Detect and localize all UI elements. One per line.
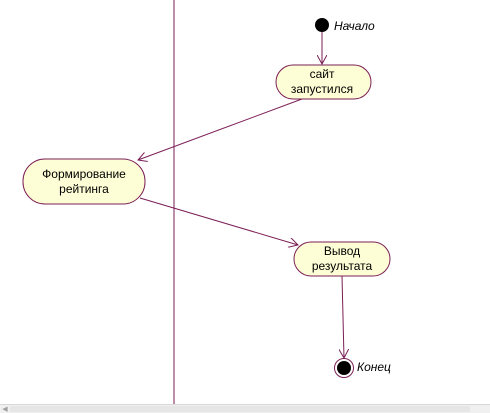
end-node[interactable] [334, 358, 354, 378]
activity-site-started[interactable]: сайт запустился [275, 64, 372, 100]
horizontal-scrollbar[interactable]: ◀ [0, 404, 490, 413]
start-label: Начало [334, 19, 375, 33]
transition-rating-to-output [139, 197, 298, 245]
end-label: Конец [357, 360, 391, 374]
activity-output[interactable]: Вывод результата [293, 241, 391, 277]
activity-output-line1: Вывод [324, 244, 360, 258]
activity-rating-line1: Формирование [42, 167, 126, 181]
activity-site-started-line2: запустился [291, 82, 353, 96]
arrow-left-icon[interactable]: ◀ [2, 405, 8, 413]
activity-output-line2: результата [312, 259, 373, 273]
activity-rating-line2: рейтинга [59, 182, 109, 196]
scrollbar-thumb[interactable] [10, 406, 470, 412]
activity-rating[interactable]: Формирование рейтинга [22, 158, 146, 205]
transition-output-to-end [342, 275, 344, 358]
transition-site-to-rating [138, 98, 303, 160]
activity-site-started-line1: сайт [310, 67, 335, 81]
start-node[interactable] [315, 18, 329, 32]
